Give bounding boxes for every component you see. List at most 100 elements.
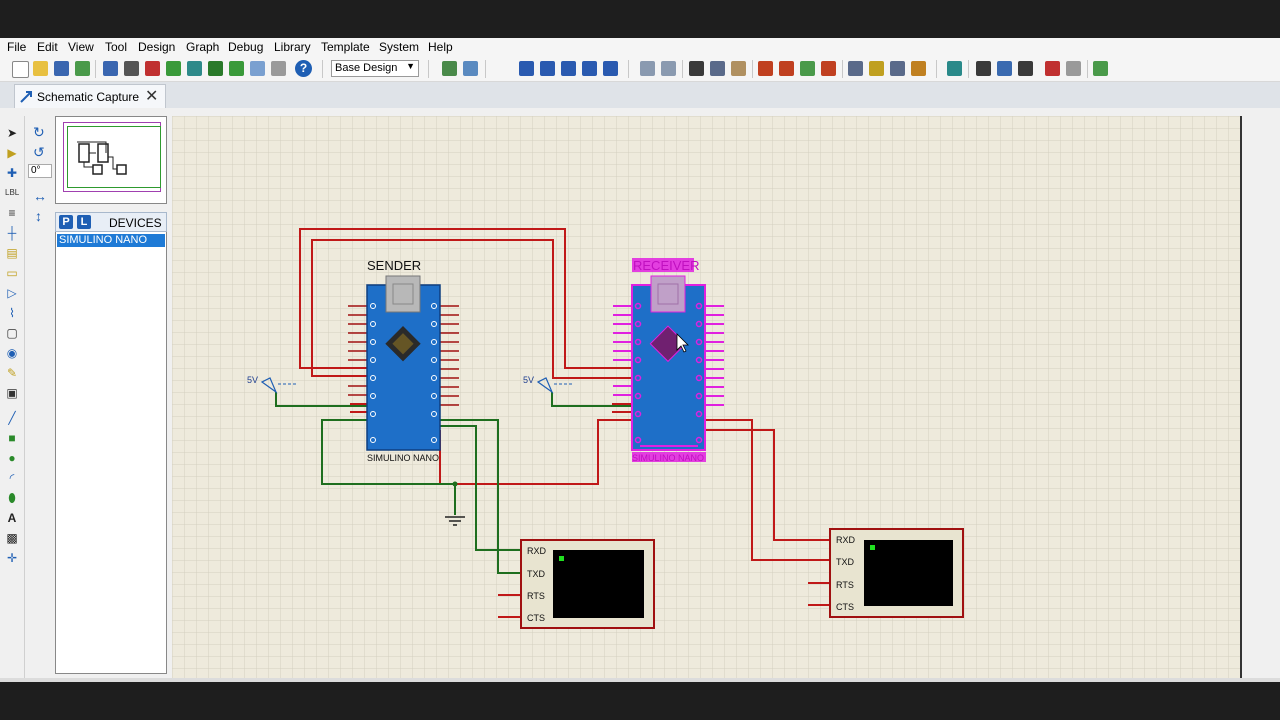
wire-sender-txd[interactable] [440,419,521,574]
grid-icon[interactable] [208,61,223,76]
toggle-grid-icon[interactable] [463,61,478,76]
home-icon[interactable] [103,61,118,76]
wire-autorouter-icon[interactable] [947,61,962,76]
power-terminal-sender[interactable]: 5V [247,375,298,394]
notes-icon[interactable] [250,61,265,76]
mirror-x-icon[interactable]: ↔ [33,188,47,204]
design-explorer-icon[interactable] [1018,61,1033,76]
library-manager-button[interactable]: L [77,215,91,229]
virtual-instrument-icon[interactable]: ▣ [6,386,18,400]
graph-icon[interactable]: ⌇ [9,306,15,320]
erc-icon[interactable] [1045,61,1060,76]
virtual-terminal-2[interactable]: RXD TXD RTS CTS [829,528,964,618]
pick-devices-button[interactable]: P [59,215,73,229]
pick-device-icon[interactable] [848,61,863,76]
make-device-icon[interactable] [869,61,884,76]
help-button[interactable]: ? [295,60,312,77]
wire-5v-receiver[interactable] [551,392,632,407]
component-mode-icon[interactable]: ▶ [7,146,17,160]
junction-icon[interactable]: ✚ [6,166,18,180]
box-icon[interactable]: ■ [8,431,16,445]
subcircuit-icon[interactable]: ▤ [6,246,18,260]
menu-help[interactable]: Help [428,40,453,54]
list-item[interactable]: SIMULINO NANO [57,234,165,247]
tape-recorder-icon[interactable]: ▢ [6,326,18,340]
menu-template[interactable]: Template [321,40,370,54]
virtual-terminal-1[interactable]: RXD TXD RTS CTS [520,539,655,629]
block-copy-icon[interactable] [758,61,773,76]
schematic-canvas[interactable]: 5V 5V [172,116,1240,678]
menu-system[interactable]: System [379,40,420,54]
menu-file[interactable]: File [7,40,27,54]
horizontal-scrollbar[interactable] [0,678,1280,682]
rotation-angle-field[interactable]: 0° [28,164,52,178]
redo-icon[interactable] [661,61,676,76]
block-delete-icon[interactable] [821,61,836,76]
rotate-cw-icon[interactable]: ↻ [33,124,45,140]
wire-rx-terminal[interactable] [705,429,830,541]
sender-board[interactable]: SENDER SIMULINO NANO [348,258,459,463]
arc-icon[interactable]: ◜ [9,471,15,485]
new-sheet-icon[interactable] [1093,61,1108,76]
text-script-icon[interactable]: ≡ [8,206,16,220]
selection-mode-icon[interactable]: ➤ [6,126,18,140]
menu-edit[interactable]: Edit [37,40,58,54]
copy-icon[interactable] [710,61,725,76]
import-icon[interactable] [75,61,90,76]
paste-icon[interactable] [731,61,746,76]
refresh-icon[interactable] [187,61,202,76]
component-icon[interactable] [124,61,139,76]
netlist-icon[interactable] [1066,61,1081,76]
sheet-icon[interactable] [229,61,244,76]
label-icon[interactable]: LBL [5,188,20,197]
wire-gnd-sender[interactable] [321,419,455,485]
voltage-probe-icon[interactable]: ✎ [6,366,18,380]
undo-icon[interactable] [640,61,655,76]
search-tag-icon[interactable] [976,61,991,76]
property-tool-icon[interactable] [997,61,1012,76]
line-icon[interactable]: ╱ [8,411,16,425]
wire-gnd-shared[interactable] [439,419,632,485]
menu-view[interactable]: View [68,40,94,54]
zoom-all-icon[interactable] [582,61,597,76]
back-icon[interactable] [166,61,181,76]
refresh-display-icon[interactable] [442,61,457,76]
menu-graph[interactable]: Graph [186,40,220,54]
zoom-area-icon[interactable] [603,61,618,76]
tab-schematic-capture[interactable]: Schematic Capture ✕ [14,84,166,108]
receiver-board[interactable]: RECEIVER SIMULINO NANO [613,258,724,463]
wire-rx-tx-2[interactable] [311,239,632,379]
chip-icon[interactable] [145,61,160,76]
design-select[interactable]: Base Design ▼ [331,60,419,77]
device-pin-icon[interactable]: ▷ [7,286,17,300]
marker-icon[interactable]: ✛ [6,551,18,565]
menu-debug[interactable]: Debug [228,40,264,54]
terminal-icon[interactable]: ▭ [6,266,18,280]
bus-icon[interactable]: ┼ [7,226,17,240]
block-rotate-icon[interactable] [800,61,815,76]
zoom-in-icon[interactable] [540,61,555,76]
cut-icon[interactable] [689,61,704,76]
circle-icon[interactable]: ● [8,451,16,465]
menu-tool[interactable]: Tool [105,40,128,54]
text-icon[interactable]: A [7,511,17,525]
menu-library[interactable]: Library [274,40,311,54]
decompose-icon[interactable] [911,61,926,76]
new-icon[interactable] [12,61,29,78]
wire-5v-sender[interactable] [275,392,367,407]
open-icon[interactable] [33,61,48,76]
symbol-icon[interactable]: ▩ [6,531,18,545]
rotate-ccw-icon[interactable]: ↺ [33,144,45,160]
report-icon[interactable] [271,61,286,76]
origin-icon[interactable] [519,61,534,76]
power-terminal-receiver[interactable]: 5V [523,375,574,394]
path-icon[interactable]: ⬮ [8,491,16,505]
save-icon[interactable] [54,61,69,76]
mirror-y-icon[interactable]: ↕ [35,208,42,224]
packaging-icon[interactable] [890,61,905,76]
close-icon[interactable]: ✕ [145,88,159,105]
generator-icon[interactable]: ◉ [6,346,18,360]
overview-window[interactable] [55,116,167,204]
zoom-out-icon[interactable] [561,61,576,76]
wire-tx-terminal[interactable] [705,419,830,561]
